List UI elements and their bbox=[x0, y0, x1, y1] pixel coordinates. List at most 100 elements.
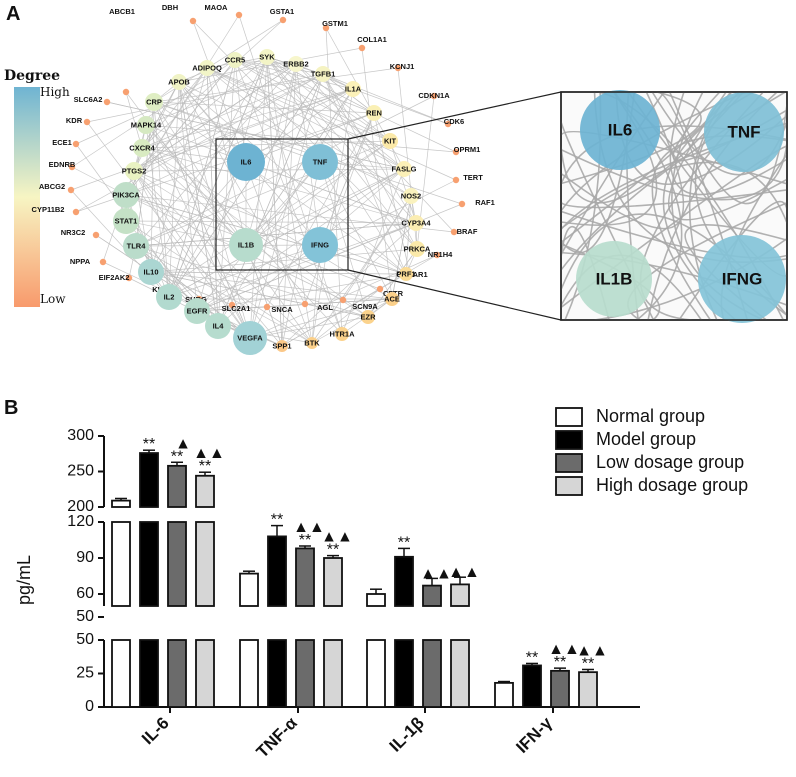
ring-node-ace bbox=[385, 292, 399, 306]
outer-node-label-gsta1: GSTA1 bbox=[270, 7, 294, 16]
significance-stars: ** bbox=[582, 655, 594, 672]
bar-segment bbox=[167, 464, 187, 508]
network-edge bbox=[311, 298, 393, 344]
outer-node-dbh bbox=[235, 11, 243, 19]
ring-node-label-il2: IL2 bbox=[164, 292, 175, 301]
ring-node-label-ren: REN bbox=[366, 108, 382, 117]
bar-segment bbox=[167, 639, 187, 708]
network-edge bbox=[249, 298, 393, 339]
panel-a-label: A bbox=[6, 3, 20, 25]
zoom-hub-node-ifng bbox=[698, 235, 786, 323]
outer-node-cdk6 bbox=[452, 148, 460, 156]
bar-segment bbox=[578, 671, 598, 708]
network-edge bbox=[217, 73, 324, 327]
ring-node-label-ccr5: CCR5 bbox=[225, 55, 245, 64]
network-edge bbox=[141, 73, 324, 149]
zoom-hub-label-tnf: TNF bbox=[727, 122, 760, 141]
ring-node-label-prf1: PRF1 bbox=[396, 269, 415, 278]
ring-node-label-ezr: EZR bbox=[361, 312, 377, 321]
ring-node-faslg bbox=[396, 161, 412, 177]
bar-il-1-model-group: ** bbox=[394, 534, 414, 708]
zoom-hub-label-ifng: IFNG bbox=[722, 269, 763, 288]
network-edge bbox=[150, 67, 208, 273]
bar-segment bbox=[111, 521, 131, 607]
outer-node-label-kdr: KDR bbox=[66, 116, 83, 125]
legend-label: Normal group bbox=[596, 406, 705, 426]
network-edge bbox=[391, 195, 412, 300]
network-edge bbox=[373, 112, 457, 153]
ring-node-il1a bbox=[345, 81, 361, 97]
network-edge bbox=[168, 56, 268, 298]
outer-node-kcnj1 bbox=[430, 92, 438, 100]
network-edge bbox=[311, 88, 354, 344]
network-edge bbox=[70, 88, 354, 191]
ring-node-ptgs2 bbox=[125, 162, 143, 180]
category-label-il-6: IL-6 bbox=[138, 713, 173, 748]
network-edge bbox=[304, 112, 375, 305]
bar-segment bbox=[111, 499, 131, 508]
ring-node-tlr4 bbox=[123, 233, 149, 259]
network-edge bbox=[125, 14, 240, 196]
zoom-edge bbox=[561, 141, 787, 201]
ring-node-ren bbox=[366, 105, 382, 121]
legend-swatch bbox=[555, 430, 583, 450]
network-edge bbox=[266, 56, 417, 224]
significance-stars: ** bbox=[398, 534, 410, 551]
bar-segment bbox=[450, 639, 470, 708]
network-edge bbox=[373, 112, 411, 276]
network-edge bbox=[71, 59, 236, 168]
bar-segment bbox=[450, 583, 470, 607]
network-edge bbox=[217, 88, 354, 327]
ring-node-label-tlr4: TLR4 bbox=[127, 241, 147, 250]
ring-node-label-ptgs2: PTGS2 bbox=[122, 166, 147, 175]
network-edge bbox=[245, 161, 321, 246]
outer-node-abcb1 bbox=[189, 17, 197, 25]
network-edge bbox=[133, 63, 297, 172]
bar-segment bbox=[111, 639, 131, 708]
ring-node-label-ace: ACE bbox=[384, 294, 400, 303]
network-edge bbox=[145, 124, 170, 298]
outer-node-label-dbh: DBH bbox=[162, 3, 178, 12]
network-edge bbox=[125, 88, 354, 196]
network-edge bbox=[153, 101, 407, 275]
ring-node-prf1 bbox=[399, 267, 413, 281]
ring-node-adipoq bbox=[199, 60, 215, 76]
significance-triangles: ▲ bbox=[175, 435, 191, 452]
ring-node-label-pik3ca: PIK3CA bbox=[112, 190, 140, 199]
zoom-hub-label-il1b: IL1B bbox=[596, 269, 633, 288]
outer-node-label-abcg2: ABCG2 bbox=[39, 182, 65, 191]
bar-il-1-normal-group bbox=[366, 588, 386, 708]
network-edge bbox=[245, 140, 391, 246]
zoom-hub-node-il6 bbox=[580, 90, 660, 170]
network-edge bbox=[238, 14, 343, 335]
legend-label: Model group bbox=[596, 429, 696, 449]
zoom-connector-bottom bbox=[347, 269, 562, 321]
y-tick-label: 50 bbox=[76, 608, 94, 625]
outer-node-label-ednrb: EDNRB bbox=[49, 160, 76, 169]
outer-node-label-nr3c2: NR3C2 bbox=[61, 228, 86, 237]
network-edge bbox=[150, 101, 155, 273]
ring-node-spp1 bbox=[276, 340, 288, 352]
bar-segment bbox=[195, 639, 215, 708]
bar-segment bbox=[550, 669, 570, 708]
ring-node-il10 bbox=[138, 259, 164, 285]
ring-node-mapk14 bbox=[137, 116, 155, 134]
bar-segment bbox=[422, 639, 442, 708]
network-edge bbox=[133, 88, 354, 172]
network-edge bbox=[86, 121, 251, 339]
y-axis-title: pg/mL bbox=[14, 555, 34, 605]
network-edge bbox=[141, 81, 180, 149]
network-edge bbox=[281, 161, 321, 347]
network-edge bbox=[245, 161, 417, 224]
outer-node-scn9a bbox=[301, 300, 309, 308]
network-edge bbox=[133, 170, 283, 347]
significance-stars: ** bbox=[143, 436, 155, 453]
network-edge bbox=[150, 271, 233, 306]
panel-b-label: B bbox=[4, 397, 18, 419]
bar-segment bbox=[295, 547, 315, 607]
zoom-panel-border bbox=[560, 91, 788, 321]
network-edge bbox=[145, 124, 247, 246]
